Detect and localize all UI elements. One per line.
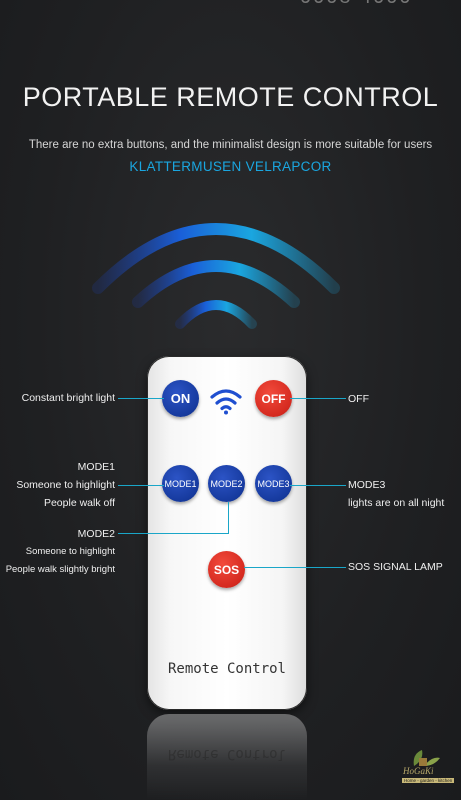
callout-mode3-title: MODE3: [348, 479, 386, 491]
off-button[interactable]: OFF: [255, 380, 292, 417]
callout-line-off: [290, 398, 346, 399]
callout-mode1-line2: People walk off: [43, 497, 115, 509]
callout-line-sos: [244, 567, 346, 568]
on-button[interactable]: ON: [162, 380, 199, 417]
callout-line-mode1: [118, 485, 164, 486]
callout-on-label: Constant bright light: [21, 392, 115, 404]
callout-line-mode3: [290, 485, 346, 486]
callout-mode1-line1: Someone to highlight: [16, 479, 115, 491]
mode2-button[interactable]: MODE2: [208, 465, 245, 502]
callout-mode1-title: MODE1: [77, 461, 115, 473]
watermark-brand: HoGaKi: [403, 766, 434, 776]
callout-mode3-line1: lights are on all night: [348, 497, 445, 509]
remote-reflection: [147, 714, 307, 800]
remote-label: Remote Control: [167, 661, 286, 677]
callout-line-mode2-vertical: [228, 502, 229, 534]
watermark-tagline: Home - garden - kitchen: [402, 778, 455, 783]
wireless-icon: [210, 389, 242, 415]
sos-button[interactable]: SOS: [208, 551, 245, 588]
signal-waves-icon: [92, 223, 340, 329]
callout-mode2-line1: Someone to highlight: [25, 546, 115, 557]
hogaki-logo-icon: [413, 750, 440, 766]
callout-line-mode2: [118, 533, 229, 534]
remote-reflection-label: Remote Control: [167, 746, 286, 762]
cropped-top-text: 0008 4000: [300, 0, 413, 9]
page-subtitle: There are no extra buttons, and the mini…: [28, 139, 433, 151]
callout-mode2-line2: People walk slightly bright: [5, 564, 115, 575]
mode1-button[interactable]: MODE1: [162, 465, 199, 502]
brand-name: KLATTERMUSEN VELRAPCOR: [129, 159, 332, 174]
callout-mode2-title: MODE2: [77, 528, 115, 540]
callout-sos-label: SOS SIGNAL LAMP: [348, 561, 443, 573]
page-title: PORTABLE REMOTE CONTROL: [22, 82, 439, 112]
callout-line-on: [118, 398, 164, 399]
callout-off-label: OFF: [348, 393, 369, 405]
mode3-button[interactable]: MODE3: [255, 465, 292, 502]
